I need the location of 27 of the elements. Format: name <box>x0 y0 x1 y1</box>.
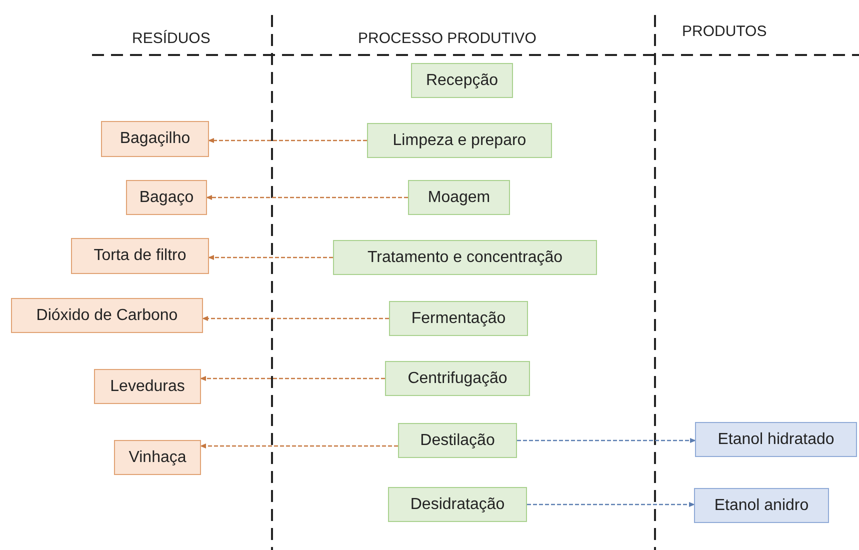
arrow <box>517 438 696 443</box>
residue-box: Dióxido de Carbono <box>11 298 203 333</box>
process-box: Desidratação <box>388 487 527 522</box>
residue-box: Bagaço <box>126 180 207 215</box>
arrow <box>208 138 367 143</box>
process-box: Recepção <box>411 63 513 98</box>
arrow <box>200 444 398 448</box>
column-heading: PRODUTOS <box>682 23 767 40</box>
process-box: Fermentação <box>389 301 528 336</box>
product-box: Etanol anidro <box>694 488 829 523</box>
process-box: Limpeza e preparo <box>367 123 552 158</box>
residue-box: Bagaçilho <box>101 121 209 157</box>
process-box: Destilação <box>398 423 517 458</box>
residue-box: Vinhaça <box>114 440 201 475</box>
process-box: Tratamento e concentração <box>333 240 597 275</box>
product-box: Etanol hidratado <box>695 422 857 457</box>
column-heading: PROCESSO PRODUTIVO <box>358 30 536 47</box>
arrow <box>202 316 389 321</box>
process-box: Moagem <box>408 180 510 215</box>
column-heading: RESÍDUOS <box>132 30 210 47</box>
residue-box: Torta de filtro <box>71 238 209 274</box>
residue-box: Leveduras <box>94 369 201 404</box>
arrow <box>200 376 385 381</box>
process-box: Centrifugação <box>385 361 530 396</box>
arrow <box>527 502 695 507</box>
arrow <box>208 255 333 260</box>
arrow <box>206 195 408 200</box>
